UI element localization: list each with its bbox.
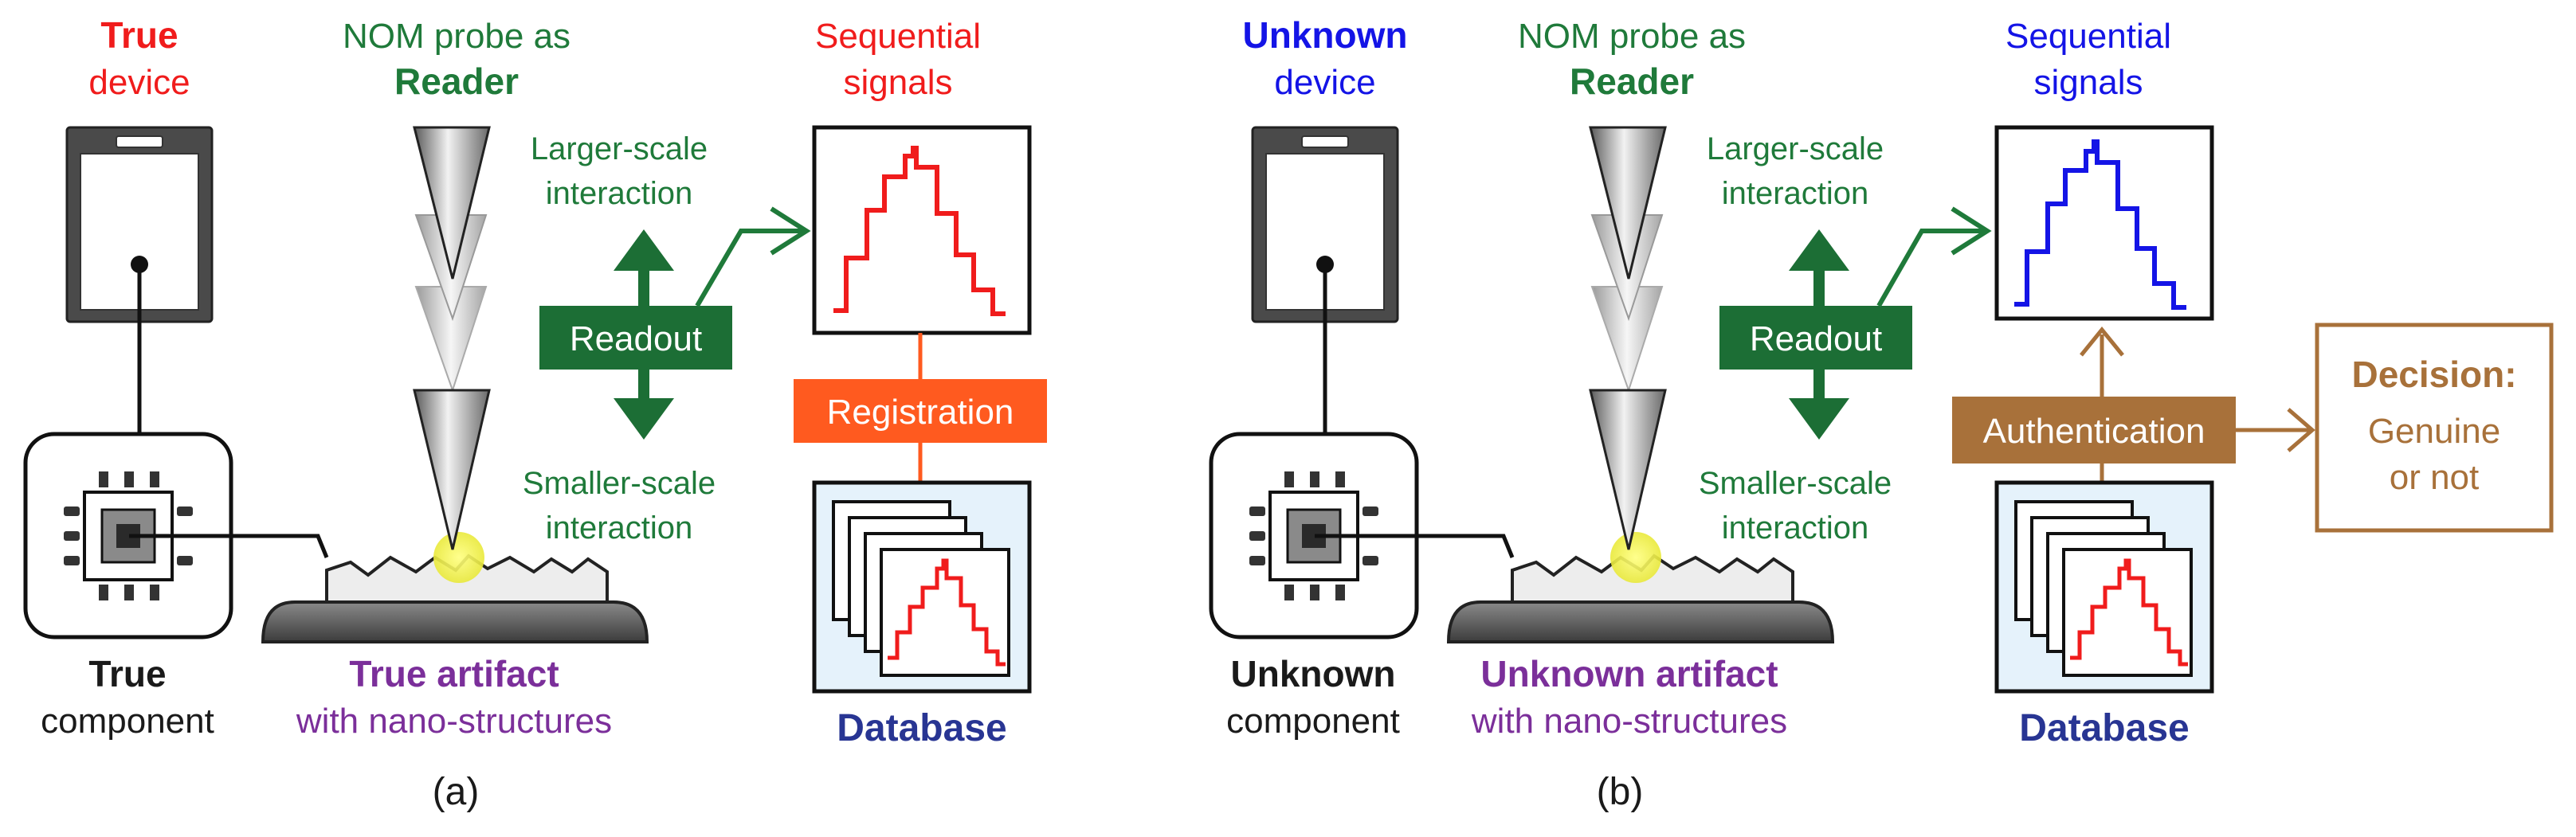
larger-scale-line2: interaction [546,176,693,211]
decision-box [2315,323,2554,533]
larger-scale-line1: Larger-scale [1707,131,1884,166]
smaller-scale-line1: Smaller-scale [1699,466,1892,501]
signals-title-line1: Sequential [815,17,981,56]
authentication-box [1952,397,2236,463]
probe-title-line1: NOM probe as [1518,17,1746,56]
smaller-scale-line1: Smaller-scale [523,466,716,501]
panel-a: True device [23,14,1047,813]
signals-title-line1: Sequential [2006,17,2171,56]
readout-box [1719,306,1912,370]
artifact-label-line1: Unknown artifact [1480,653,1778,694]
readout-to-signal-arrow [1876,206,1992,307]
registration-box [794,379,1047,443]
authentication-label: Authentication [1983,412,2205,451]
decision-line2: or not [2390,458,2480,497]
artifact-label-line1: True artifact [349,653,559,694]
probe-spot [1610,532,1661,583]
registration-label: Registration [827,393,1014,432]
nom-probe-icon [413,126,491,550]
artifact-label-line2: with nano-structures [1471,702,1787,741]
chip-component-icon [1209,432,1419,639]
smaller-scale-line2: interaction [1722,510,1869,546]
device-icon [65,126,214,323]
readout-label: Readout [570,319,702,358]
database-icon [812,480,1032,694]
probe-spot [433,532,484,583]
larger-scale-line1: Larger-scale [531,131,708,166]
database-label: Database [2019,707,2189,749]
probe-title-line1: NOM probe as [343,17,570,56]
component-label-line2: component [1226,702,1400,741]
artifact-icon [1446,553,1835,643]
probe-title-line2: Reader [1570,61,1694,102]
probe-title-line2: Reader [394,61,519,102]
signals-title-line2: signals [844,63,953,102]
artifact-label-line2: with nano-structures [296,702,612,741]
device-title-line2: device [1274,63,1375,102]
decision-line1: Genuine [2368,412,2500,451]
device-title-line2: device [88,63,190,102]
smaller-scale-line2: interaction [546,510,693,546]
decision-arrowhead [2287,408,2315,452]
signal-trace [833,146,1006,316]
component-label-line1: Unknown [1231,653,1396,694]
decision-title: Decision: [2351,354,2516,395]
larger-scale-line2: interaction [1722,176,1869,211]
signal-trace [2014,139,2186,310]
nom-probe-icon [1589,126,1667,550]
database-icon [1994,480,2214,694]
panel-b: Unknown device [1209,14,2554,813]
authentication-up-arrowhead [2080,327,2124,357]
component-link [129,534,329,558]
component-link [1315,534,1515,558]
readout-box [539,306,732,370]
component-label-line1: True [88,653,166,694]
caption-a: (a) [433,771,480,813]
caption-b: (b) [1597,771,1644,813]
device-title-line1: True [100,14,178,56]
readout-to-signal-arrow [695,206,811,307]
component-label-line2: component [41,702,214,741]
signals-title-line2: signals [2034,63,2143,102]
device-title-line1: Unknown [1243,14,1408,56]
database-label: Database [837,707,1006,749]
readout-label: Readout [1750,319,1882,358]
